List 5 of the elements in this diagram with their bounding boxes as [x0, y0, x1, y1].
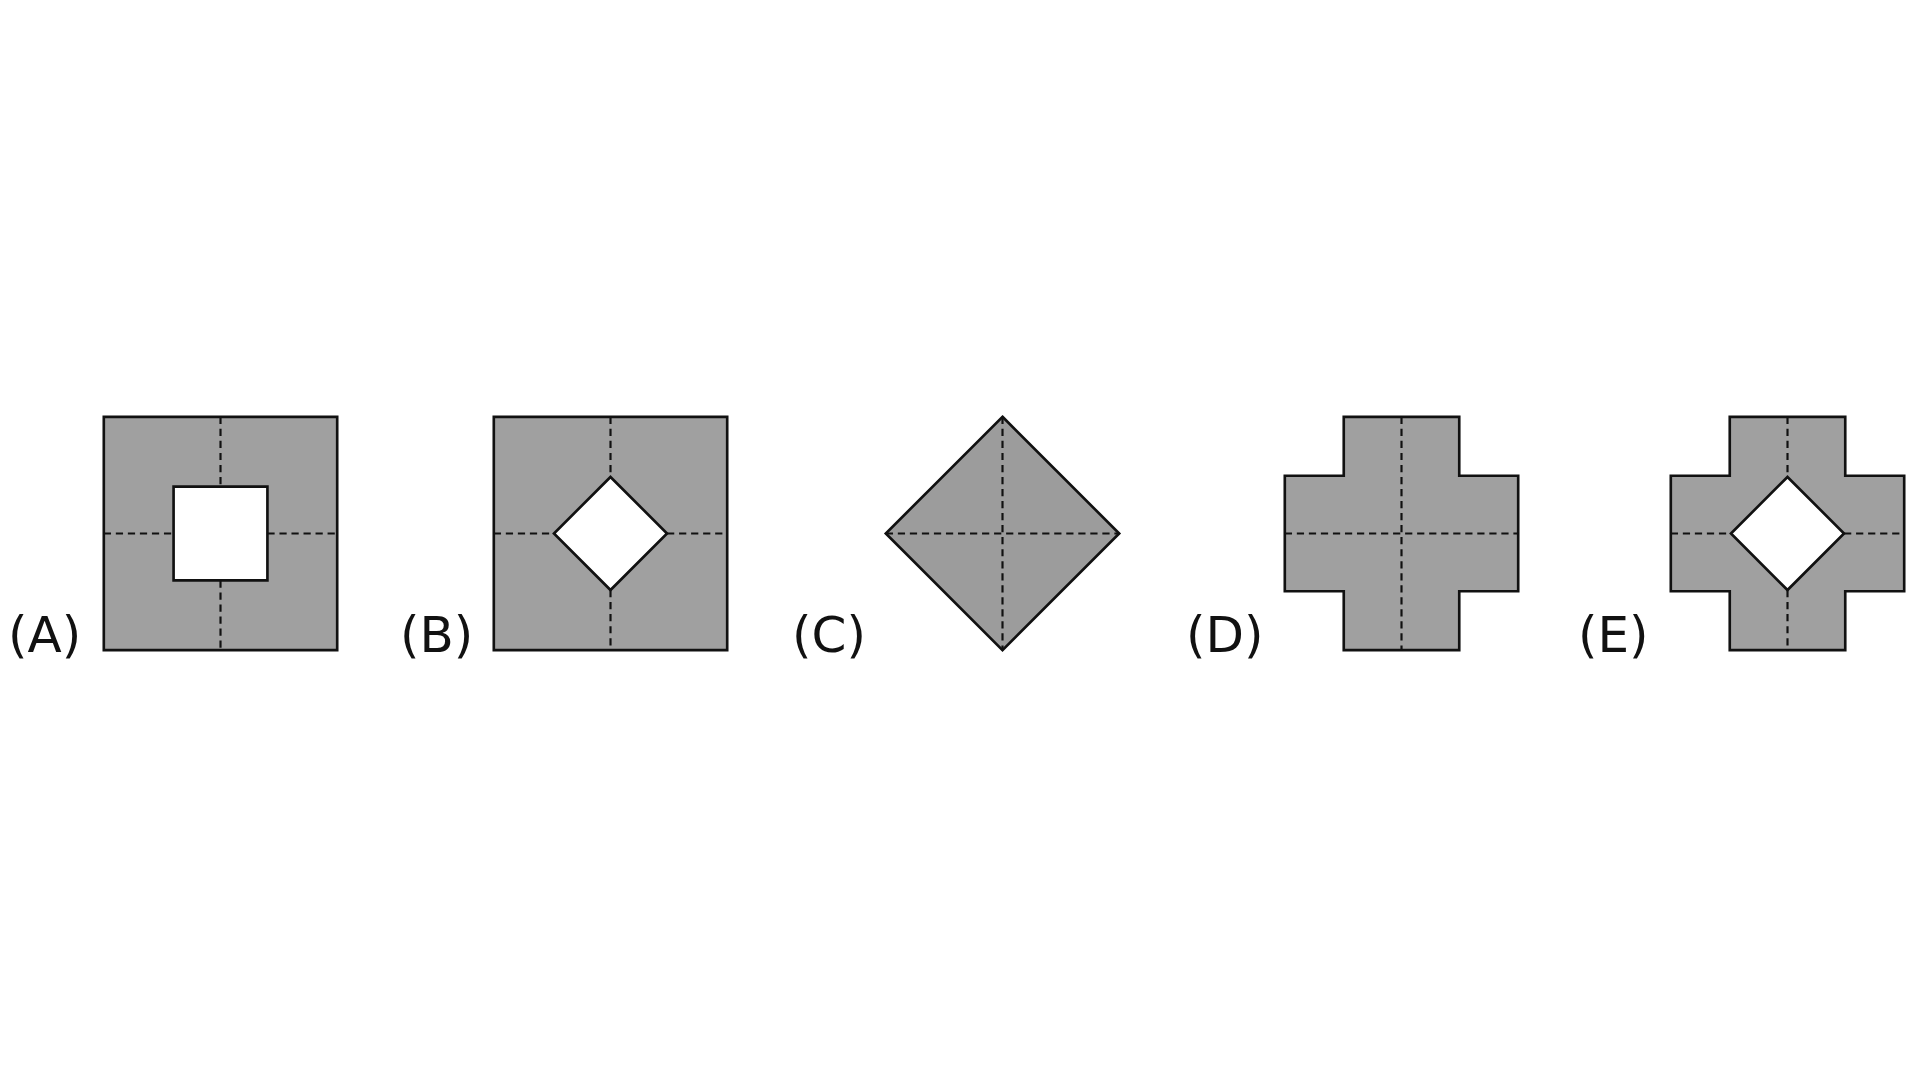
option-label: (D) — [1186, 610, 1264, 660]
option-label: (E) — [1578, 610, 1649, 660]
option-label: (C) — [792, 610, 866, 660]
option-label: (B) — [400, 610, 474, 660]
option-label: (A) — [8, 610, 82, 660]
